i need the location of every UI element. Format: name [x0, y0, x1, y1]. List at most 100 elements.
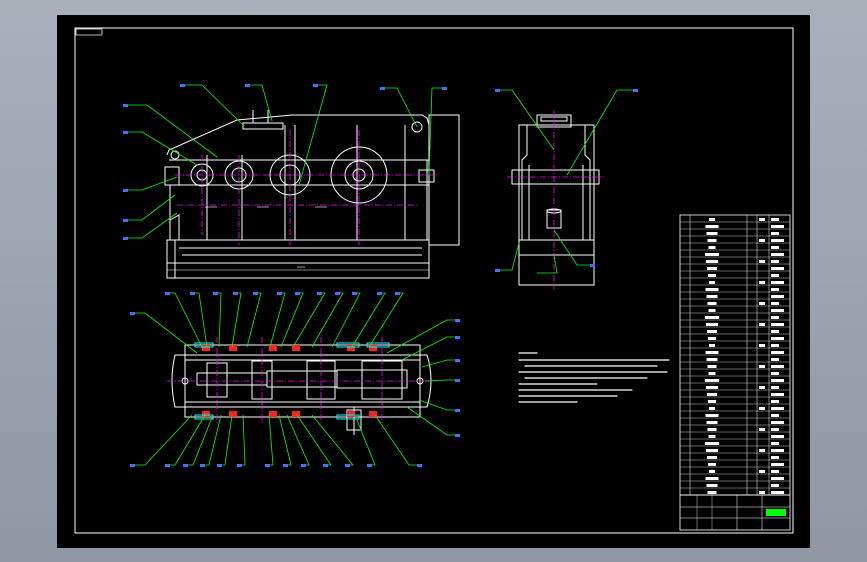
parts-list-mark	[771, 302, 779, 305]
parts-list-mark	[759, 260, 765, 263]
parts-list-mark	[771, 400, 779, 403]
parts-list-mark	[707, 456, 717, 459]
parts-list-mark	[705, 288, 719, 291]
parts-list-mark	[759, 470, 765, 473]
parts-list-mark	[705, 442, 719, 445]
parts-list-mark	[706, 323, 718, 326]
parts-list-mark	[708, 309, 716, 312]
parts-list-mark	[709, 407, 715, 410]
parts-list-mark	[759, 281, 765, 284]
parts-list-mark	[771, 442, 779, 445]
parts-list-mark	[706, 386, 718, 389]
side-view	[511, 114, 600, 286]
parts-list-mark	[771, 246, 779, 249]
parts-list-mark	[706, 260, 718, 263]
top-view-seals	[194, 342, 390, 420]
title-block	[679, 494, 791, 531]
parts-list-mark	[771, 274, 779, 277]
side-view-balloons	[495, 89, 638, 272]
top-view-balloons	[130, 292, 460, 467]
parts-list-mark	[705, 351, 719, 354]
side-view-leaders	[497, 89, 635, 274]
parts-list-mark	[771, 484, 779, 487]
parts-list-mark	[771, 225, 784, 228]
parts-list-mark	[705, 253, 719, 256]
parts-list-mark	[709, 281, 715, 284]
parts-list-mark	[759, 365, 765, 368]
parts-list-mark	[771, 323, 784, 326]
parts-list-mark	[771, 351, 784, 354]
parts-list-mark	[707, 239, 717, 242]
parts-list-mark	[708, 435, 716, 438]
parts-list-mark	[771, 386, 779, 389]
parts-list-mark	[759, 449, 765, 452]
parts-list-mark	[705, 225, 719, 228]
parts-list-mark	[771, 393, 784, 396]
parts-list-mark	[707, 365, 717, 368]
parts-list-mark	[709, 344, 715, 347]
side-view-centerlines	[507, 110, 605, 290]
parts-list-mark	[759, 323, 765, 326]
parts-list-mark	[771, 463, 784, 466]
parts-list-mark	[771, 421, 784, 424]
parts-list-mark	[771, 253, 784, 256]
parts-list-mark	[759, 407, 765, 410]
parts-list-mark	[771, 330, 779, 333]
parts-list-mark	[707, 428, 717, 431]
parts-list-mark	[759, 239, 765, 242]
parts-list-mark	[771, 407, 784, 410]
parts-list-mark	[771, 281, 784, 284]
parts-list-mark	[707, 393, 717, 396]
sheet-corner-code-box	[75, 28, 103, 36]
parts-list-mark	[771, 337, 784, 340]
parts-list-mark	[706, 421, 718, 424]
parts-list-mark	[759, 218, 765, 221]
parts-list-mark	[705, 414, 719, 417]
parts-list-mark	[707, 330, 717, 333]
parts-list-mark	[771, 309, 784, 312]
parts-list-mark	[707, 267, 717, 270]
parts-list-mark	[771, 358, 779, 361]
top-view-centerlines	[167, 337, 437, 425]
drawing-canvas[interactable]	[57, 15, 810, 548]
parts-list-mark	[708, 372, 716, 375]
parts-list-mark	[705, 316, 719, 319]
parts-list-mark	[771, 456, 779, 459]
parts-list-mark	[759, 428, 765, 431]
parts-list-mark	[771, 288, 779, 291]
parts-list-mark	[759, 386, 765, 389]
parts-list-mark	[771, 267, 784, 270]
parts-list-mark	[759, 302, 765, 305]
parts-list-mark	[708, 274, 716, 277]
parts-list-mark	[771, 365, 784, 368]
parts-list-mark	[706, 295, 718, 298]
parts-list-mark	[706, 484, 718, 487]
parts-list-mark	[771, 372, 779, 375]
parts-list-mark	[705, 477, 719, 480]
parts-list-mark	[771, 428, 779, 431]
front-view	[164, 110, 460, 279]
parts-list-mark	[771, 379, 784, 382]
parts-list-mark	[771, 414, 779, 417]
top-view-bearings	[202, 345, 377, 417]
front-view-leaders	[125, 84, 444, 239]
parts-list-mark	[759, 491, 765, 494]
parts-list-mark	[708, 463, 716, 466]
parts-list-mark	[771, 232, 779, 235]
parts-list-mark	[771, 491, 784, 494]
parts-list	[679, 214, 791, 496]
parts-list-mark	[707, 491, 717, 494]
parts-list-mark	[706, 449, 718, 452]
parts-list-mark	[759, 344, 765, 347]
parts-list-mark	[709, 470, 715, 473]
sheet-border	[74, 27, 794, 534]
parts-list-mark	[771, 260, 779, 263]
drawing-sheet	[57, 15, 810, 548]
parts-list-mark	[706, 358, 718, 361]
parts-list-mark	[771, 477, 784, 480]
parts-list-mark	[771, 239, 784, 242]
parts-list-mark	[771, 295, 784, 298]
parts-list-mark	[709, 218, 715, 221]
parts-list-mark	[771, 344, 779, 347]
